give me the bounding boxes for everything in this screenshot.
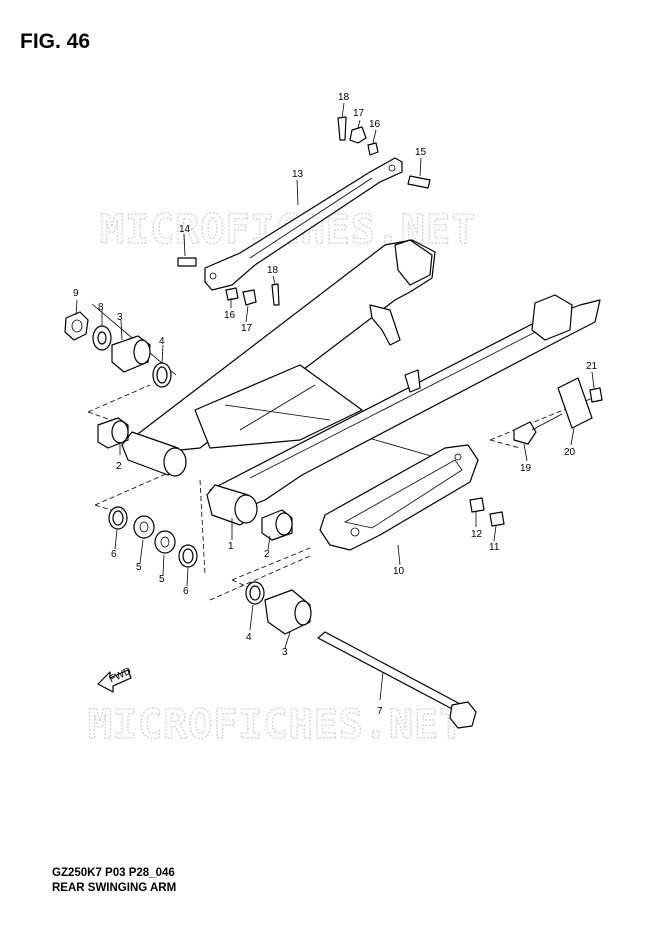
callout-12: 12	[471, 529, 483, 540]
callout-2b: 2	[264, 549, 270, 560]
callout-13: 13	[292, 169, 304, 180]
callout-6b: 6	[183, 586, 189, 597]
parts-lower-left-stack	[108, 506, 198, 568]
parts-top-hardware	[177, 116, 431, 306]
callout-3b: 3	[282, 647, 288, 658]
callout-7: 7	[377, 706, 383, 717]
callout-21: 21	[586, 361, 598, 372]
callout-9: 9	[73, 288, 79, 299]
part-2-bushing-right	[261, 509, 293, 541]
callout-8: 8	[98, 302, 104, 313]
callout-11: 11	[489, 542, 500, 553]
leader-lines	[75, 102, 595, 701]
callout-19: 19	[520, 463, 532, 474]
callout-15: 15	[415, 147, 427, 158]
callout-6a: 6	[111, 549, 117, 560]
callout-16b: 16	[224, 310, 236, 321]
callout-17a: 17	[353, 108, 365, 119]
callout-20: 20	[564, 447, 576, 458]
callout-5b: 5	[159, 574, 165, 585]
callout-16a: 16	[369, 119, 381, 130]
callouts: 1 2 2 3 3 4 4 5 5 6 6 7 8 9 10 11 12 13 …	[73, 92, 598, 717]
figure-code: GZ250K7 P03 P28_046	[52, 867, 175, 879]
callout-18b: 18	[267, 265, 279, 276]
figure-name: REAR SWINGING ARM	[52, 882, 177, 894]
part-13-brace	[204, 157, 403, 291]
callout-4b: 4	[246, 632, 252, 643]
callout-18a: 18	[338, 92, 350, 103]
callout-3a: 3	[117, 312, 123, 323]
callout-2a: 2	[116, 461, 122, 472]
callout-17b: 17	[241, 323, 253, 334]
callout-5a: 5	[136, 562, 142, 573]
parts-right-hardware	[469, 377, 603, 527]
fwd-arrow-icon: FWD	[97, 666, 133, 693]
callout-4a: 4	[159, 336, 165, 347]
part-10-chain-case	[319, 444, 479, 551]
callout-10: 10	[393, 566, 405, 577]
part-7-pivot-bolt	[317, 631, 477, 729]
watermark-bottom: MICROFICHES.NET	[88, 702, 464, 748]
parts-bottom-stack	[245, 581, 312, 635]
figure-title: FIG. 46	[20, 30, 91, 53]
part-swinging-arm	[121, 239, 601, 526]
callout-14: 14	[179, 224, 191, 235]
callout-1: 1	[228, 541, 234, 552]
parts-upper-left-stack	[64, 311, 172, 388]
